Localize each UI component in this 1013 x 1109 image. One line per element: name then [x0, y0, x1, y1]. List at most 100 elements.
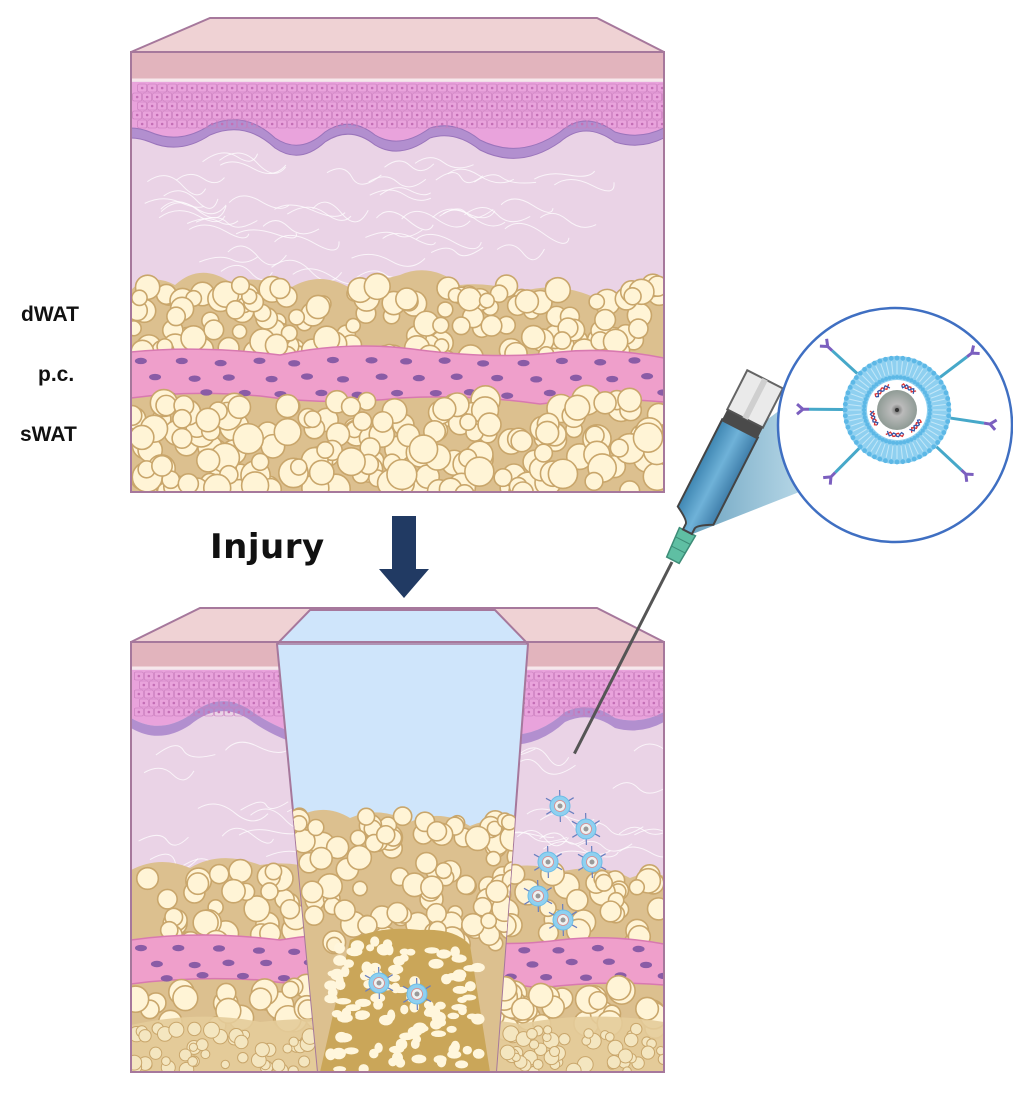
- cell-nucleus: [137, 710, 141, 714]
- adipocyte: [605, 974, 632, 1001]
- cell-nucleus: [500, 104, 504, 108]
- adipocyte: [535, 420, 560, 445]
- cell-nucleus: [390, 122, 394, 126]
- keratinocyte: [184, 689, 194, 699]
- collagen-fiber: [540, 212, 597, 228]
- granulation-cell: [423, 1008, 434, 1017]
- adipocyte: [202, 473, 232, 492]
- cell-nucleus: [277, 710, 281, 714]
- keratinocyte: [552, 92, 562, 102]
- keratinocyte: [317, 83, 327, 93]
- keratinocyte: [232, 92, 242, 102]
- dna-strand: [885, 431, 905, 438]
- keratinocyte: [542, 110, 552, 120]
- keratinocyte: [512, 92, 522, 102]
- adipocyte: [227, 395, 252, 420]
- cell-nucleus: [285, 113, 289, 117]
- cell-nucleus: [552, 701, 556, 705]
- cell-nucleus: [150, 104, 154, 108]
- muscle-nucleus: [602, 958, 615, 965]
- keratinocyte: [447, 101, 457, 111]
- cell-nucleus: [142, 701, 146, 705]
- lipid-tail: [850, 421, 864, 427]
- lipid-head: [927, 366, 932, 372]
- collagen-fiber: [143, 767, 195, 781]
- keratinocyte: [577, 83, 587, 93]
- lipid-head: [877, 380, 882, 385]
- cell-nucleus: [612, 683, 616, 687]
- keratinocyte: [367, 83, 377, 93]
- cell-nucleus: [230, 104, 234, 108]
- lipid-head: [867, 390, 872, 395]
- cell-nucleus: [460, 122, 464, 126]
- lipid-head: [888, 355, 894, 361]
- keratinocyte: [427, 101, 437, 111]
- antibody-linker: [834, 447, 861, 474]
- cell-nucleus: [335, 95, 339, 99]
- lipid-tail: [875, 442, 882, 455]
- cell-nucleus: [510, 86, 514, 90]
- granulation-cell: [464, 981, 476, 992]
- cell-nucleus: [565, 113, 569, 117]
- keratinocyte: [612, 110, 622, 120]
- keratinocyte: [257, 83, 267, 93]
- dna-strand: [875, 384, 891, 398]
- lipid-tail: [919, 437, 928, 449]
- granulation-cell: [447, 1012, 460, 1020]
- adipocyte: [510, 429, 534, 453]
- cell-nucleus: [272, 701, 276, 705]
- keratinocyte: [634, 689, 644, 699]
- keratinocyte: [477, 83, 487, 93]
- keratinocyte: [634, 671, 644, 681]
- keratinocyte: [222, 92, 232, 102]
- adipocyte: [171, 427, 193, 450]
- antibody-linker: [950, 416, 985, 425]
- deep-adipocyte: [617, 1048, 633, 1064]
- cell-nucleus: [200, 86, 204, 90]
- cell-nucleus: [275, 113, 279, 117]
- lipid-head: [880, 378, 885, 383]
- granulation-cell: [431, 1011, 446, 1024]
- keratinocyte: [219, 698, 229, 708]
- keratinocyte: [132, 92, 142, 102]
- adipocyte: [547, 458, 579, 490]
- cell-nucleus: [550, 122, 554, 126]
- adipocyte: [628, 318, 649, 339]
- adipocyte: [602, 328, 629, 355]
- keratinocyte: [169, 680, 179, 690]
- muscle-nucleus: [236, 972, 249, 980]
- keratinocyte: [164, 707, 174, 717]
- muscle-nucleus: [501, 392, 514, 399]
- keratinocyte: [162, 92, 172, 102]
- lipid-head: [920, 428, 925, 433]
- nanoparticle-icon: [577, 845, 607, 879]
- collagen-fiber: [271, 259, 343, 282]
- adipocyte: [333, 899, 356, 922]
- keratinocyte: [214, 671, 224, 681]
- granulation-cell: [410, 1038, 420, 1050]
- cell-nucleus: [140, 86, 144, 90]
- keratinocyte: [259, 698, 269, 708]
- collagen-fiber: [618, 826, 664, 835]
- keratinocyte: [312, 92, 322, 102]
- adipocyte: [363, 272, 391, 301]
- cell-nucleus: [666, 96, 669, 99]
- keratinocyte: [317, 101, 327, 111]
- adipocyte: [464, 456, 495, 487]
- cell-nucleus: [207, 692, 211, 696]
- keratinocyte: [597, 119, 607, 129]
- keratinocyte: [539, 680, 549, 690]
- cell-nucleus: [560, 104, 564, 108]
- nanoparticle-icon: [571, 812, 601, 846]
- collagen-fiber: [225, 741, 289, 753]
- collagen-fiber: [414, 157, 474, 169]
- keratinocyte: [172, 92, 182, 102]
- cell-nucleus: [602, 701, 606, 705]
- granulation-cell: [407, 1026, 423, 1037]
- cell-nucleus: [280, 122, 284, 126]
- keratinocyte: [649, 680, 659, 690]
- cell-nucleus: [210, 86, 214, 90]
- keratinocyte: [392, 92, 402, 102]
- cell-nucleus: [620, 104, 624, 108]
- lipid-head: [862, 408, 866, 412]
